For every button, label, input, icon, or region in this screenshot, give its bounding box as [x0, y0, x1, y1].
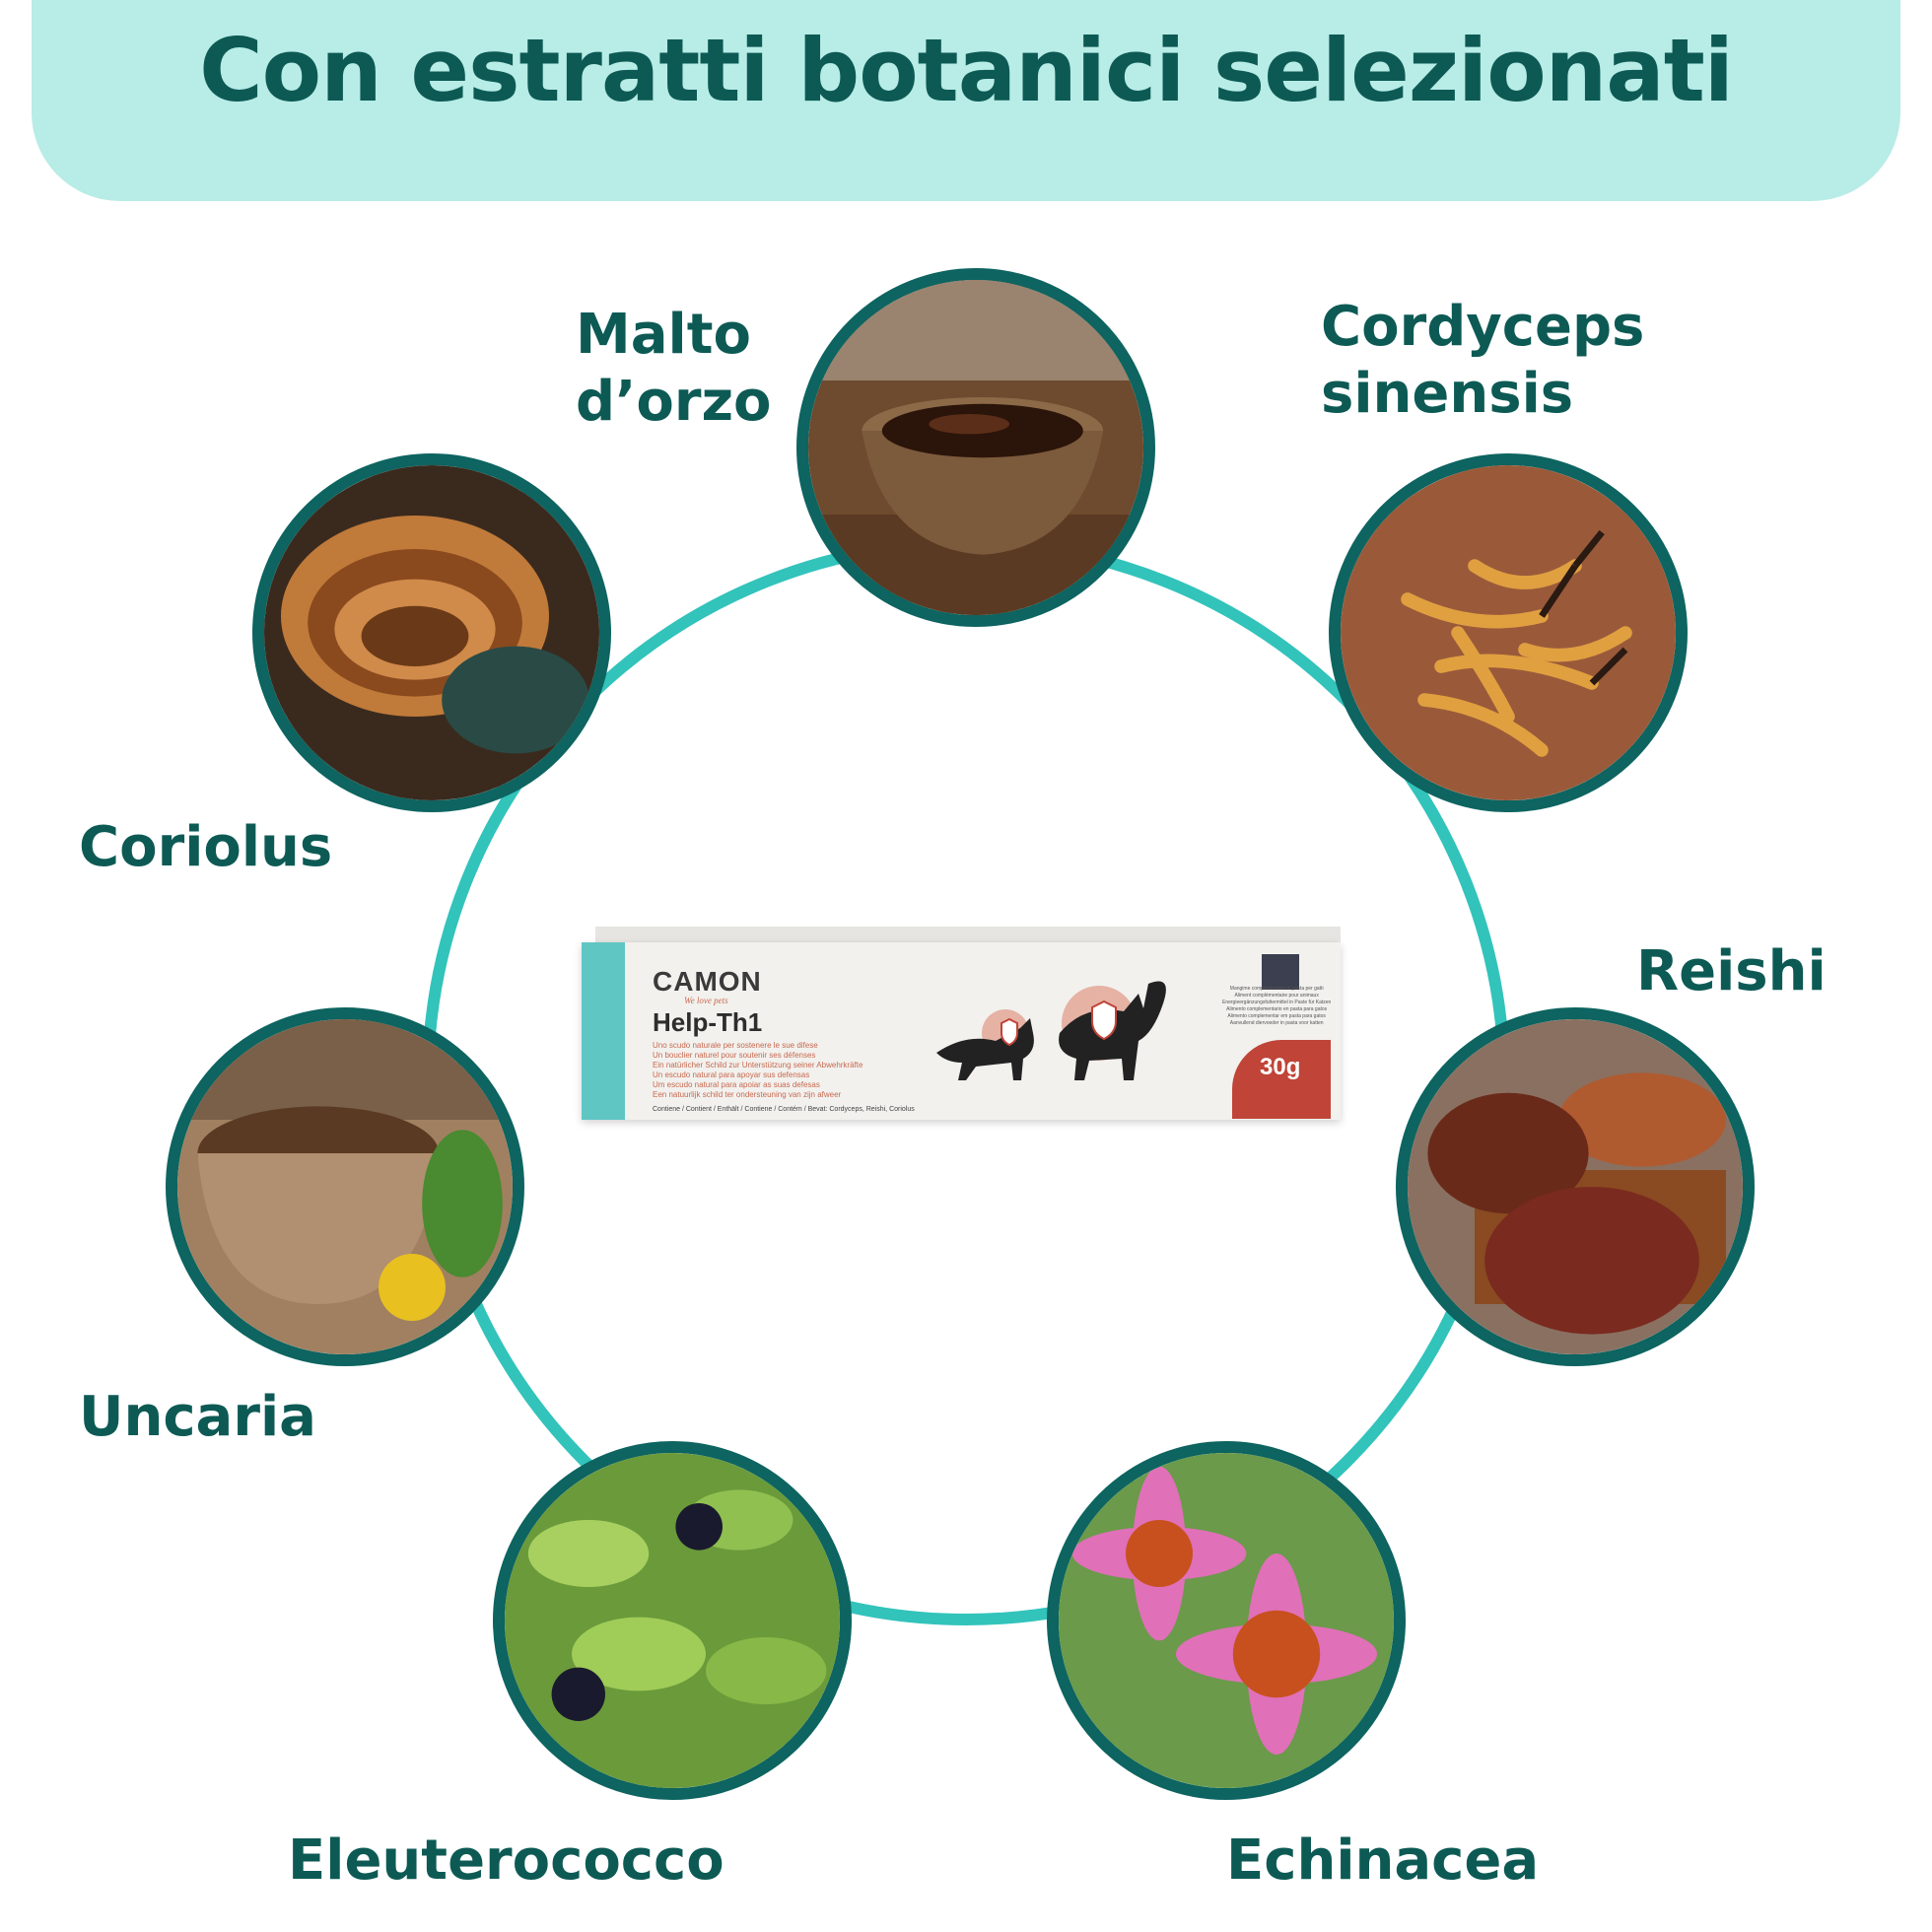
pets-shield-illustration	[936, 981, 1166, 1080]
label-coriolus: Coriolus	[79, 815, 333, 879]
product-brand: CAMON	[653, 966, 762, 997]
label-echinacea: Echinacea	[1226, 1828, 1540, 1893]
page-title: Con estratti botanici selezionati	[199, 20, 1734, 121]
uncaria-photo	[166, 1007, 524, 1366]
product-weight: 30g	[1260, 1054, 1301, 1080]
product-box-face	[582, 942, 1341, 1120]
product-weight-badge: 30g	[1232, 1040, 1331, 1119]
eleuterococco-photo	[493, 1441, 852, 1800]
label-eleuterococco: Eleuterococco	[288, 1828, 724, 1893]
label-uncaria: Uncaria	[79, 1385, 316, 1449]
label-cordyceps: Cordyceps sinensis	[1321, 295, 1645, 426]
echinacea-photo	[1047, 1441, 1406, 1800]
product-tagline: We love pets	[684, 996, 728, 1005]
label-malto-orzo: Malto d’orzo	[576, 303, 772, 434]
cordyceps-photo	[1329, 453, 1688, 812]
product-claims: Uno scudo naturale per sostenere le sue …	[653, 1041, 863, 1099]
product-info: Mangime complementare in pasta per gatti…	[1222, 986, 1332, 1026]
product-badge	[1262, 954, 1299, 990]
coriolus-photo	[252, 453, 611, 812]
product-box-top	[595, 927, 1341, 944]
product-ingredients: Contiene / Contient / Enthält / Contiene…	[653, 1106, 915, 1113]
product-stripe	[582, 942, 625, 1120]
product-name: Help-Th1	[653, 1007, 763, 1037]
reishi-photo	[1396, 1007, 1755, 1366]
product-box: CAMON We love pets Help-Th1 Uno scudo na…	[582, 927, 1341, 1124]
header-banner: Con estratti botanici selezionati	[32, 0, 1900, 201]
malto-orzo-photo	[796, 268, 1155, 627]
label-reishi: Reishi	[1636, 939, 1827, 1003]
